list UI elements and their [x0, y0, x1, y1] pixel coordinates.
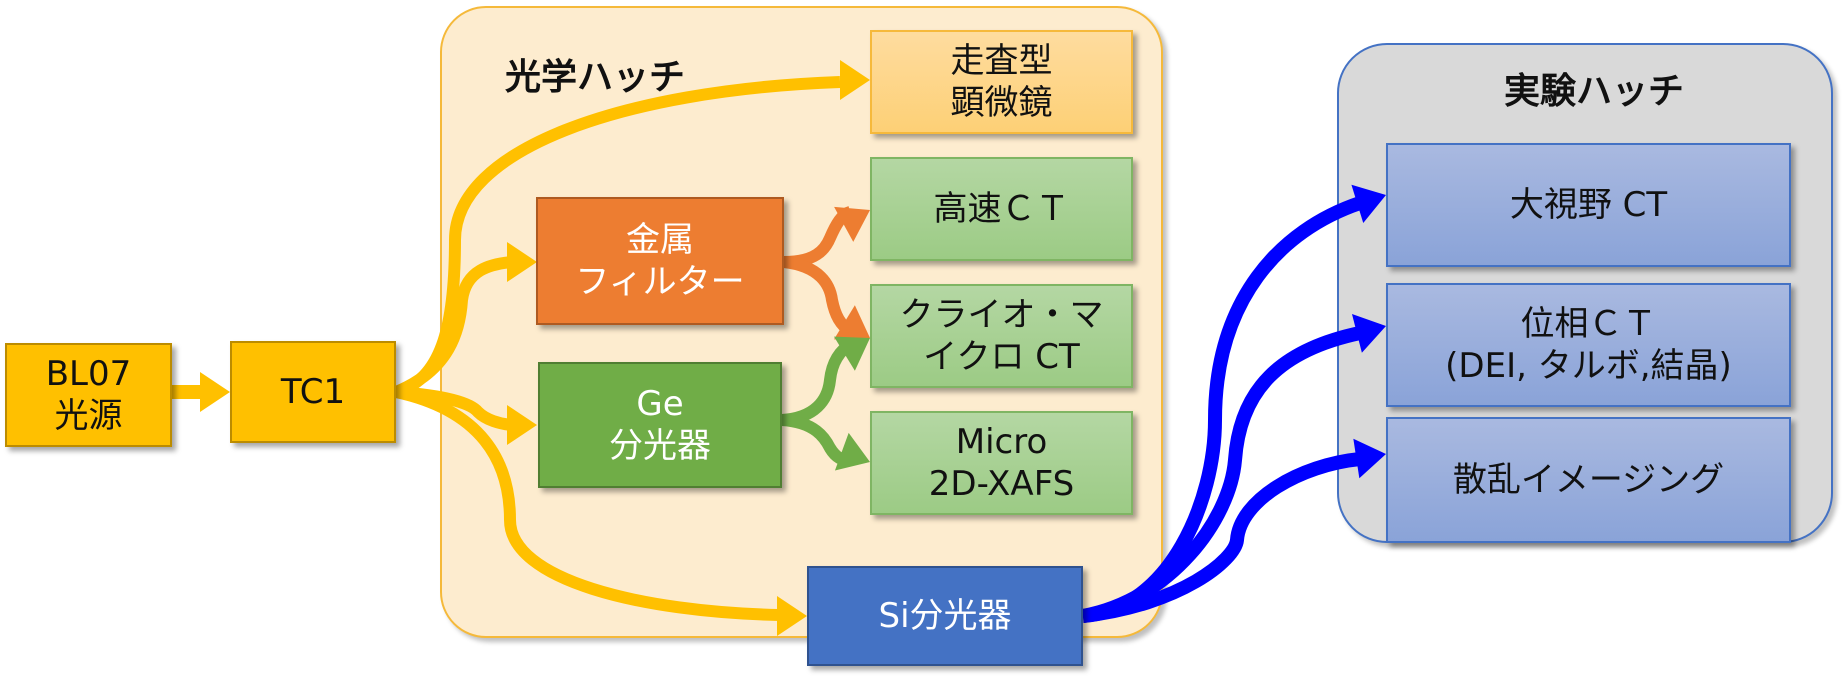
arrowhead-icon: [1351, 314, 1386, 353]
node-label-line: (DEI, タルボ,結晶): [1445, 346, 1732, 386]
arrowhead-icon: [777, 596, 807, 636]
node-high-speed-ct[interactable]: 高速ＣＴ: [870, 157, 1133, 261]
node-bl07-source[interactable]: BL07 光源: [5, 343, 172, 447]
node-label-line: フィルター: [575, 262, 745, 302]
node-label-line: 大視野 CT: [1509, 184, 1668, 225]
edge-metal-filter-to-cryo-micro-ct: [783, 256, 870, 340]
optical-hatch-title: 光学ハッチ: [505, 57, 686, 98]
node-label-line: Micro: [955, 421, 1048, 462]
node-label-line: 2D-XAFS: [928, 464, 1075, 504]
node-label-line: イクロ CT: [923, 337, 1080, 377]
edge-si-monochromator-to-scattering-imaging: [1082, 438, 1386, 623]
arrowhead-icon: [834, 206, 870, 242]
node-label-line: 金属: [626, 219, 694, 260]
edge-bl07-source-to-tc1: [172, 372, 230, 412]
node-label-line: 光源: [54, 396, 123, 436]
node-cryo-micro-ct[interactable]: クライオ・マ イクロ CT: [870, 284, 1133, 388]
node-scanning-microscope[interactable]: 走査型 顕微鏡: [870, 30, 1133, 134]
node-label-line: 分光器: [609, 426, 711, 466]
node-micro-2d-xafs[interactable]: Micro 2D-XAFS: [870, 411, 1133, 515]
connector-line: [393, 256, 513, 398]
arrowhead-icon: [833, 336, 870, 371]
node-label-line: Ge: [636, 383, 684, 424]
node-label-line: クライオ・マ: [899, 294, 1104, 335]
node-si-monochromator[interactable]: Si分光器: [807, 566, 1083, 666]
node-phase-ct[interactable]: 位相ＣＴ (DEI, タルボ,結晶): [1386, 283, 1791, 407]
connector-line: [781, 414, 851, 467]
connector-line: [1082, 452, 1361, 623]
connector-line: [394, 386, 781, 621]
node-tc1[interactable]: TC1: [230, 341, 396, 443]
edge-tc1-to-si-monochromator: [394, 386, 807, 636]
connector-line: [783, 256, 856, 338]
arrowhead-icon: [1353, 438, 1386, 479]
node-ge-monochromator[interactable]: Ge 分光器: [538, 362, 782, 488]
edge-tc1-to-metal-filter: [393, 242, 537, 398]
edge-metal-filter-to-high-speed-ct: [783, 206, 870, 268]
arrowhead-icon: [507, 405, 537, 445]
node-label-line: 走査型: [950, 40, 1053, 81]
node-label-line: 顕微鏡: [950, 83, 1053, 123]
connector-line: [781, 337, 856, 426]
experimental-hatch-title: 実験ハッチ: [1504, 71, 1685, 112]
arrowhead-icon: [200, 372, 230, 412]
node-label-line: 位相ＣＴ: [1520, 303, 1657, 344]
node-scattering-imaging[interactable]: 散乱イメージング: [1386, 417, 1791, 543]
node-label-line: BL07: [45, 353, 132, 394]
connector-line: [783, 206, 853, 268]
connector-line: [1081, 326, 1362, 623]
node-label-line: 散乱イメージング: [1452, 459, 1725, 500]
arrowhead-icon: [840, 60, 870, 100]
node-label-line: TC1: [280, 371, 346, 412]
arrowhead-icon: [833, 305, 870, 340]
arrowhead-icon: [507, 242, 537, 282]
arrowhead-icon: [834, 432, 870, 471]
node-wide-field-ct[interactable]: 大視野 CT: [1386, 143, 1791, 267]
node-label-line: 高速ＣＴ: [933, 188, 1070, 229]
edge-si-monochromator-to-phase-ct: [1081, 314, 1386, 623]
node-metal-filter[interactable]: 金属 フィルター: [536, 197, 784, 325]
edge-ge-monochromator-to-micro-2d-xafs: [781, 414, 870, 471]
node-label-line: Si分光器: [878, 595, 1012, 636]
arrowhead-icon: [1351, 184, 1386, 223]
edge-ge-monochromator-to-cryo-micro-ct: [781, 336, 870, 426]
